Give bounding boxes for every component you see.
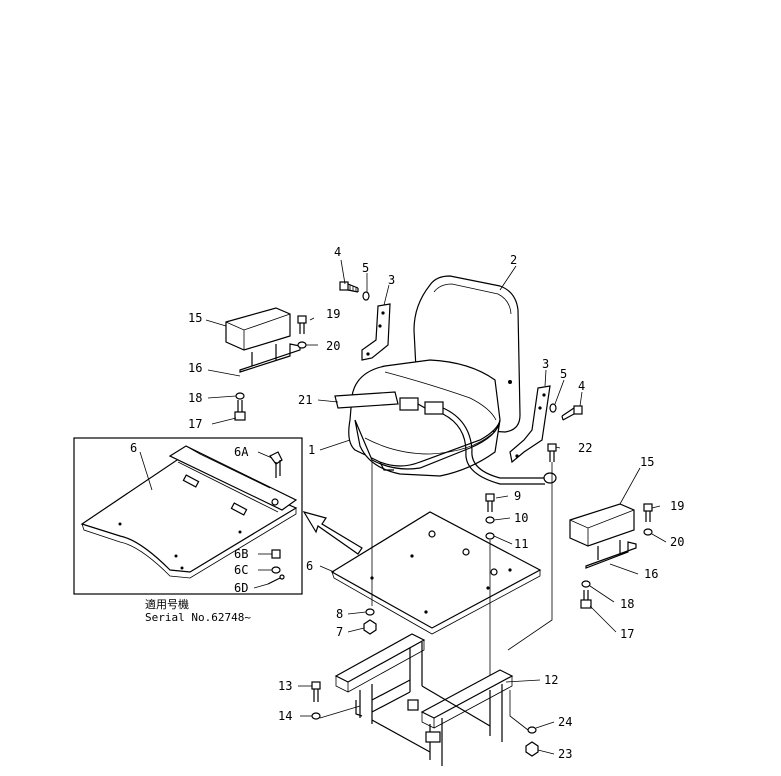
callout-9: 9 [514,489,521,503]
seat-belt [334,391,557,485]
bolt-17-left [234,400,246,421]
seat-plate [330,511,542,635]
callout-23: 23 [558,747,572,761]
callout-7: 7 [336,625,343,639]
nut-7 [363,619,377,635]
callout-17-left: 17 [188,417,202,431]
washer-8 [365,608,375,616]
callout-4-left: 4 [334,245,341,259]
direction-arrow [302,511,363,555]
callout-12: 12 [544,673,558,687]
callout-3-right: 3 [542,357,549,371]
guide-line-bolt13 [319,705,361,719]
callout-13: 13 [278,679,292,693]
seat-cushion [348,359,501,477]
bolt-9 [485,493,495,512]
applicability-label: 適用号機 [145,597,189,611]
guide-line-bolt22 [507,462,553,651]
nut-23 [525,741,539,757]
washer-5-right [549,403,557,413]
callout-17-right: 17 [620,627,634,641]
callout-16-right: 16 [644,567,658,581]
washer-18-right [581,580,591,588]
washer-20-right [643,528,653,536]
callout-3-left: 3 [388,273,395,287]
callout-18-left: 18 [188,391,202,405]
callout-6-inset: 6 [130,441,137,455]
seat-frame [334,633,514,766]
callout-5-left: 5 [362,261,369,275]
callout-6D: 6D [234,581,248,595]
bolt-22 [547,443,557,462]
callout-19-right: 19 [670,499,684,513]
callout-6-main: 6 [306,559,313,573]
armrest-right [569,503,637,569]
callout-16-left: 16 [188,361,202,375]
bolt-19-left [297,315,307,334]
callout-21: 21 [298,393,312,407]
guide-line-nut23 [509,690,529,731]
bolt-4-left [339,281,359,293]
washer-20-left [297,341,307,349]
washer-5-left [362,291,370,301]
armrest-left [225,307,301,373]
callout-2: 2 [510,253,517,267]
callout-10: 10 [514,511,528,525]
callout-6C: 6C [234,563,248,577]
callout-24: 24 [558,715,572,729]
callout-5-right: 5 [560,367,567,381]
washer-18-left [235,392,245,400]
washer-24 [527,726,537,734]
callout-14: 14 [278,709,292,723]
callout-labels: 1 2 3 3 4 4 5 5 6 6 6A 6B 6C 6D 7 8 9 10… [130,245,684,761]
bolt-19-right [643,503,653,522]
leader-lines [139,259,667,755]
washer-11 [485,532,495,540]
callout-11: 11 [514,537,528,551]
callout-15-left: 15 [188,311,202,325]
bracket-left [361,303,391,361]
callout-1: 1 [308,443,315,457]
callout-6B: 6B [234,547,248,561]
bolt-17-right [580,590,592,609]
bolt-13 [311,681,321,702]
callout-8: 8 [336,607,343,621]
bracket-right [509,385,551,464]
bolt-4-right [561,405,583,421]
callout-19-left: 19 [326,307,340,321]
callout-15-right: 15 [640,455,654,469]
callout-22: 22 [578,441,592,455]
inset-detail [73,437,303,595]
callout-20-left: 20 [326,339,340,353]
callout-4-right: 4 [578,379,585,393]
serial-number-label: Serial No.62748~ [145,611,251,624]
washer-14 [311,712,321,720]
washer-10 [485,516,495,524]
callout-6A: 6A [234,445,249,459]
callout-18-right: 18 [620,597,634,611]
callout-20-right: 20 [670,535,684,549]
